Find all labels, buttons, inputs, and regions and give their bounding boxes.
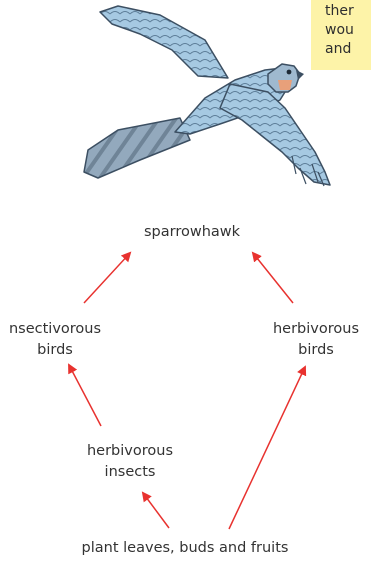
label-sparrowhawk: sparrowhawk [112, 222, 272, 243]
herbivorous-insects-line2: insects [105, 464, 156, 480]
arrow-plants-to-herbivorous-birds [229, 367, 305, 529]
arrow-herbivorous-birds-to-sparrowhawk [253, 253, 293, 303]
sparrowhawk-text: sparrowhawk [144, 224, 240, 240]
insectivorous-birds-line2: birds [37, 342, 73, 358]
arrow-herbivorous-insects-to-insectivorous-birds [69, 365, 101, 426]
insectivorous-birds-line1: nsectivorous [9, 321, 101, 337]
arrow-insectivorous-birds-to-sparrowhawk [84, 253, 130, 303]
arrow-plants-to-herbivorous-insects [143, 493, 169, 528]
label-herbivorous-insects: herbivorous insects [65, 441, 195, 483]
label-insectivorous-birds: nsectivorous birds [0, 319, 120, 361]
label-plants: plant leaves, buds and fruits [40, 538, 330, 559]
herbivorous-birds-line1: herbivorous [273, 321, 359, 337]
herbivorous-insects-line1: herbivorous [87, 443, 173, 459]
plants-text: plant leaves, buds and fruits [82, 540, 289, 556]
label-herbivorous-birds: herbivorous birds [256, 319, 371, 361]
herbivorous-birds-line2: birds [298, 342, 334, 358]
